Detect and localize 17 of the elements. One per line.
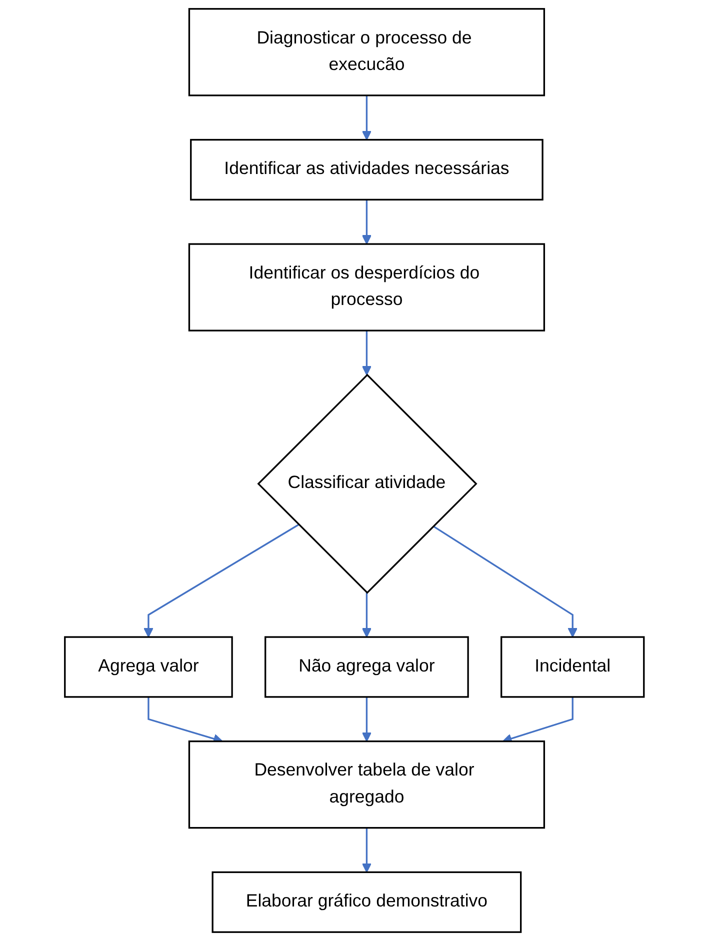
arrow bbox=[362, 592, 372, 638]
node-box: Agrega valor bbox=[64, 636, 233, 698]
arrow bbox=[362, 696, 372, 742]
arrow bbox=[362, 330, 372, 376]
node-box: Identificar as atividades necessárias bbox=[190, 138, 544, 200]
node-box: Diagnosticar o processo de execucão bbox=[188, 8, 546, 96]
node-box: Não agrega valor bbox=[264, 636, 469, 698]
arrow bbox=[144, 524, 300, 638]
node-diamond: Classificar atividade bbox=[257, 374, 478, 594]
node-box: Identificar os desperdícios do processo bbox=[188, 243, 546, 332]
arrow bbox=[432, 525, 578, 638]
arrow bbox=[362, 200, 372, 244]
node-box: Incidental bbox=[500, 636, 645, 698]
node-box: Elaborar gráfico demonstrativo bbox=[212, 871, 522, 933]
arrow bbox=[362, 828, 372, 873]
arrow bbox=[362, 95, 372, 140]
node-box: Desenvolver tabela de valor agregado bbox=[188, 740, 546, 829]
